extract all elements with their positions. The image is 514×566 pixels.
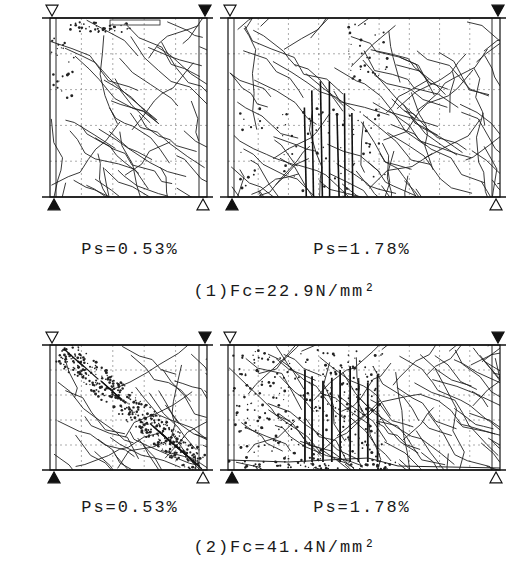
support-symbol	[48, 199, 60, 210]
wall-specimen	[220, 0, 514, 267]
specimen-label: Ps=0.53%	[81, 240, 179, 260]
support-symbol	[199, 332, 211, 343]
specimen-label: Ps=0.53%	[81, 498, 179, 518]
support-symbol	[490, 199, 502, 210]
support-symbol	[490, 472, 502, 483]
support-symbol	[492, 332, 504, 343]
support-symbol	[226, 472, 238, 483]
specimen-label: Ps=1.78%	[313, 240, 411, 260]
support-symbol	[226, 199, 238, 210]
support-symbol	[199, 5, 211, 16]
support-symbol	[46, 5, 58, 16]
support-symbol	[492, 5, 504, 16]
support-symbol	[197, 472, 209, 483]
specimen-label: Ps=1.78%	[313, 498, 411, 518]
wall-specimen	[220, 279, 514, 520]
group-caption: (2)Fc=41.4N/mm²	[193, 538, 376, 558]
support-symbol	[48, 472, 60, 483]
group-caption: (1)Fc=22.9N/mm²	[193, 282, 376, 302]
wall-specimen	[42, 324, 289, 520]
support-symbol	[46, 332, 58, 343]
support-symbol	[197, 199, 209, 210]
support-symbol	[224, 332, 236, 343]
support-symbol	[224, 5, 236, 16]
